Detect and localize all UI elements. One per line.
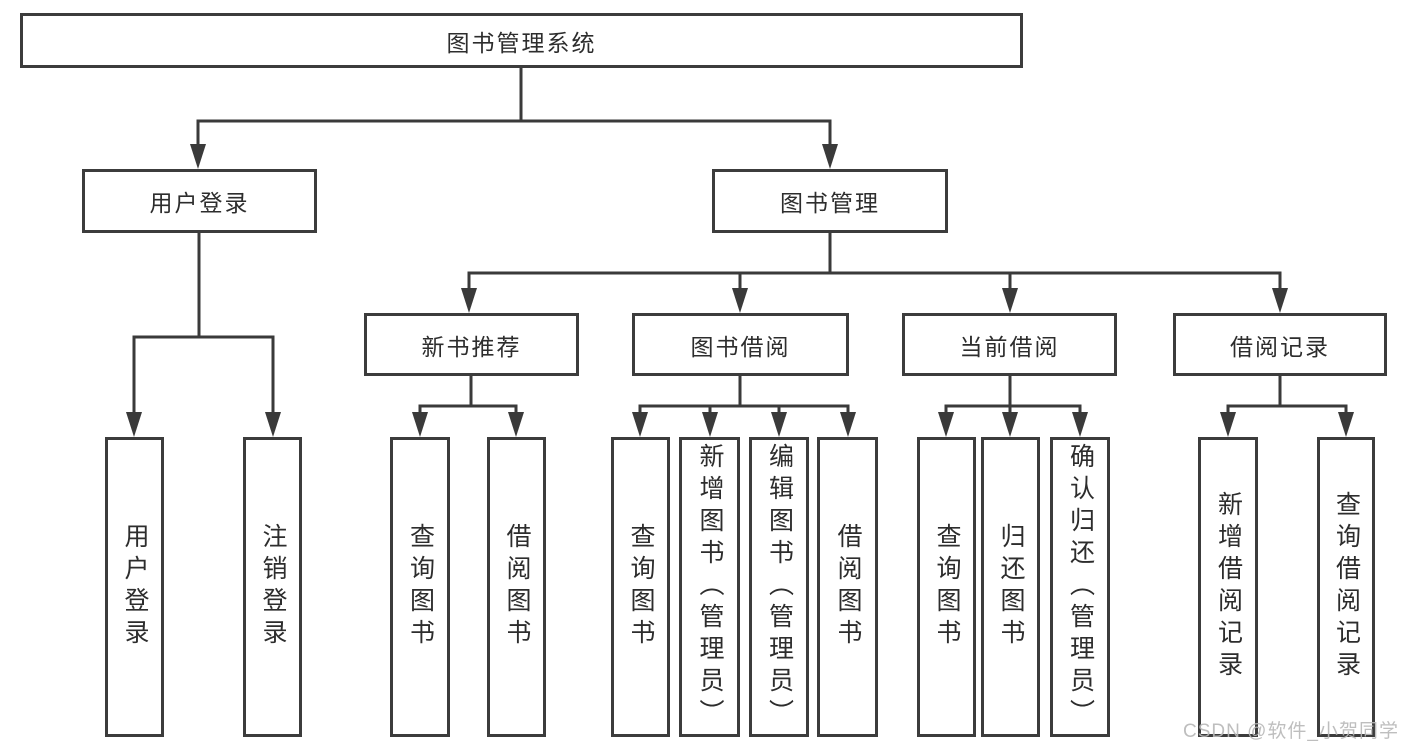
leaf-records-add-borrow-record: 新增借阅记录 xyxy=(1198,437,1258,737)
leaf-label: 查询图书 xyxy=(933,523,961,651)
arrowhead-icon xyxy=(126,412,142,437)
leaf-label: 查询图书 xyxy=(406,523,435,651)
leaf-label: 归还图书 xyxy=(997,523,1025,651)
leaf-borrow-borrow-books: 借阅图书 xyxy=(817,437,878,737)
leaf-current-query-books: 查询图书 xyxy=(917,437,976,737)
node-borrow-records: 借阅记录 xyxy=(1173,313,1387,376)
arrowhead-icon xyxy=(1272,288,1288,313)
leaf-label: 确认归还（管理员） xyxy=(1066,443,1095,731)
arrowhead-icon xyxy=(412,412,428,437)
arrowhead-icon xyxy=(265,412,281,437)
connector-path xyxy=(418,404,518,430)
leaf-current-return-books: 归还图书 xyxy=(981,437,1040,737)
arrowhead-icon xyxy=(1338,412,1354,437)
arrowhead-icon xyxy=(632,412,648,437)
node-new-book-recommend: 新书推荐 xyxy=(364,313,579,376)
leaf-logout: 注销登录 xyxy=(243,437,302,737)
connector-path xyxy=(467,271,1282,306)
arrowhead-icon xyxy=(1072,412,1088,437)
leaf-borrow-query-books: 查询图书 xyxy=(611,437,670,737)
node-book-management: 图书管理 xyxy=(712,169,948,233)
arrowhead-icon xyxy=(1220,412,1236,437)
leaf-current-confirm-return-admin: 确认归还（管理员） xyxy=(1050,437,1110,737)
arrowhead-icon xyxy=(190,144,206,169)
arrowhead-icon xyxy=(732,288,748,313)
node-user-login: 用户登录 xyxy=(82,169,317,233)
connector-path xyxy=(638,404,850,430)
leaf-label: 查询借阅记录 xyxy=(1332,491,1361,683)
csdn-watermark: CSDN @软件_小贺同学 xyxy=(1183,721,1399,742)
arrowhead-icon xyxy=(461,288,477,313)
node-library-management-system: 图书管理系统 xyxy=(20,13,1023,68)
arrowhead-icon xyxy=(771,412,787,437)
leaf-newbook-query-books: 查询图书 xyxy=(390,437,450,737)
leaf-borrow-add-books-admin: 新增图书（管理员） xyxy=(679,437,740,737)
arrowhead-icon xyxy=(1002,288,1018,313)
arrowhead-icon xyxy=(1002,412,1018,437)
leaf-borrow-edit-books-admin: 编辑图书（管理员） xyxy=(749,437,809,737)
node-book-borrow: 图书借阅 xyxy=(632,313,849,376)
leaf-user-login: 用户登录 xyxy=(105,437,164,737)
connector-path xyxy=(132,335,275,430)
leaf-records-query-borrow-record: 查询借阅记录 xyxy=(1317,437,1375,737)
leaf-label: 编辑图书（管理员） xyxy=(765,443,794,731)
leaf-label: 查询图书 xyxy=(627,523,655,651)
leaf-label: 借阅图书 xyxy=(834,523,862,651)
leaf-label: 注销登录 xyxy=(259,523,287,651)
arrowhead-icon xyxy=(508,412,524,437)
connector-path xyxy=(196,119,832,160)
node-current-borrow: 当前借阅 xyxy=(902,313,1117,376)
leaf-label: 新增图书（管理员） xyxy=(696,443,724,731)
arrowhead-icon xyxy=(702,412,718,437)
arrowhead-icon xyxy=(938,412,954,437)
arrowhead-icon xyxy=(822,144,838,169)
leaf-label: 用户登录 xyxy=(121,523,149,651)
connector-path xyxy=(1226,404,1348,430)
leaf-label: 新增借阅记录 xyxy=(1214,491,1243,683)
leaf-label: 借阅图书 xyxy=(503,523,531,651)
leaf-newbook-borrow-books: 借阅图书 xyxy=(487,437,546,737)
arrowhead-icon xyxy=(840,412,856,437)
